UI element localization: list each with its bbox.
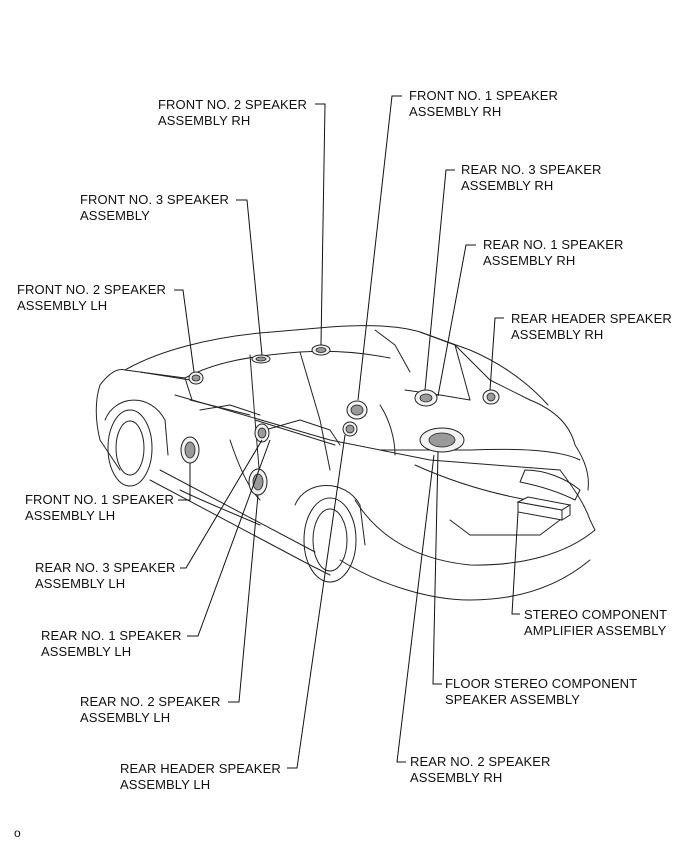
leader-rear-no3-rh [424,169,455,391]
car-body [95,325,596,601]
label-floor-stereo-component-speaker: FLOOR STEREO COMPONENT SPEAKER ASSEMBLY [445,676,637,708]
label-front-no1-speaker-rh: FRONT NO. 1 SPEAKER ASSEMBLY RH [409,88,558,120]
label-front-no2-speaker-rh: FRONT NO. 2 SPEAKER ASSEMBLY RH [158,97,307,129]
speaker-rear-header-lh [342,421,358,437]
leader-floor-stereo [432,451,442,685]
label-line: STEREO COMPONENT [524,607,668,622]
label-line: ASSEMBLY LH [25,508,116,523]
label-line: AMPLIFIER ASSEMBLY [524,623,667,638]
speaker-front-no3 [251,354,271,364]
label-line: ASSEMBLY [80,208,150,223]
label-front-no3-speaker: FRONT NO. 3 SPEAKER ASSEMBLY [80,192,229,224]
label-line: ASSEMBLY LH [41,644,132,659]
leader-rear-no2-rh [396,454,435,763]
label-rear-no2-speaker-lh: REAR NO. 2 SPEAKER ASSEMBLY LH [80,694,221,726]
label-line: ASSEMBLY RH [511,327,604,342]
leader-lines [174,95,520,769]
label-line: REAR NO. 3 SPEAKER [461,162,602,177]
leader-front-no3 [236,199,263,356]
label-line: ASSEMBLY RH [410,770,503,785]
label-rear-no3-speaker-lh: REAR NO. 3 SPEAKER ASSEMBLY LH [35,560,176,592]
leader-front-no2-rh [315,103,326,346]
label-line: REAR HEADER SPEAKER [511,311,672,326]
speaker-rear-no3-rh [414,389,438,407]
label-line: SPEAKER ASSEMBLY [445,692,581,707]
leader-rear-no3-lh [180,439,263,569]
label-rear-no3-speaker-rh: REAR NO. 3 SPEAKER ASSEMBLY RH [461,162,602,194]
label-line: FRONT NO. 3 SPEAKER [80,192,230,207]
label-line: ASSEMBLY RH [158,113,251,128]
label-line: FRONT NO. 1 SPEAKER [409,88,559,103]
leader-rear-no1-lh [187,439,271,637]
label-line: ASSEMBLY LH [17,298,108,313]
label-line: REAR NO. 1 SPEAKER [483,237,624,252]
label-line: REAR NO. 3 SPEAKER [35,560,176,575]
label-rear-header-speaker-rh: REAR HEADER SPEAKER ASSEMBLY RH [511,311,672,343]
figure-id: o [14,826,21,840]
speaker-front-no2-lh [188,371,204,385]
speaker-rear-header-rh [482,389,500,405]
label-line: ASSEMBLY RH [409,104,502,119]
label-rear-no1-speaker-rh: REAR NO. 1 SPEAKER ASSEMBLY RH [483,237,624,269]
label-line: REAR NO. 2 SPEAKER [80,694,221,709]
label-line: FRONT NO. 2 SPEAKER [17,282,167,297]
label-stereo-component-amplifier: STEREO COMPONENT AMPLIFIER ASSEMBLY [524,607,667,639]
label-line: REAR HEADER SPEAKER [120,761,281,776]
speaker-floor-stereo [419,427,465,453]
label-rear-no2-speaker-rh: REAR NO. 2 SPEAKER ASSEMBLY RH [410,754,551,786]
leader-rear-header-lh [287,434,346,769]
leader-rear-header-rh [489,317,504,391]
label-line: ASSEMBLY LH [35,576,126,591]
label-line: FRONT NO. 2 SPEAKER [158,97,308,112]
speaker-front-no1-rh [346,400,368,420]
speaker-front-no1-lh [180,436,200,464]
label-rear-no1-speaker-lh: REAR NO. 1 SPEAKER ASSEMBLY LH [41,628,182,660]
leader-front-no2-lh [174,289,195,373]
label-line: REAR NO. 2 SPEAKER [410,754,551,769]
label-line: ASSEMBLY RH [483,253,576,268]
label-line: ASSEMBLY LH [80,710,171,725]
label-line: REAR NO. 1 SPEAKER [41,628,182,643]
leader-front-no1-rh [357,95,402,401]
speaker-rear-no3-lh [254,423,270,443]
label-front-no1-speaker-lh: FRONT NO. 1 SPEAKER ASSEMBLY LH [25,492,174,524]
label-rear-header-speaker-lh: REAR HEADER SPEAKER ASSEMBLY LH [120,761,281,793]
stereo-amplifier-box [516,496,572,521]
leader-front-no1-lh [178,463,191,501]
label-line: FLOOR STEREO COMPONENT [445,676,638,691]
leader-rear-no1-rh [437,244,476,397]
leader-rear-no2-lh [228,494,259,703]
label-line: FRONT NO. 1 SPEAKER [25,492,175,507]
label-line: ASSEMBLY LH [120,777,211,792]
leader-stereo-amp [511,511,520,615]
label-line: ASSEMBLY RH [461,178,554,193]
speaker-front-no2-rh [311,344,331,356]
label-front-no2-speaker-lh: FRONT NO. 2 SPEAKER ASSEMBLY LH [17,282,166,314]
